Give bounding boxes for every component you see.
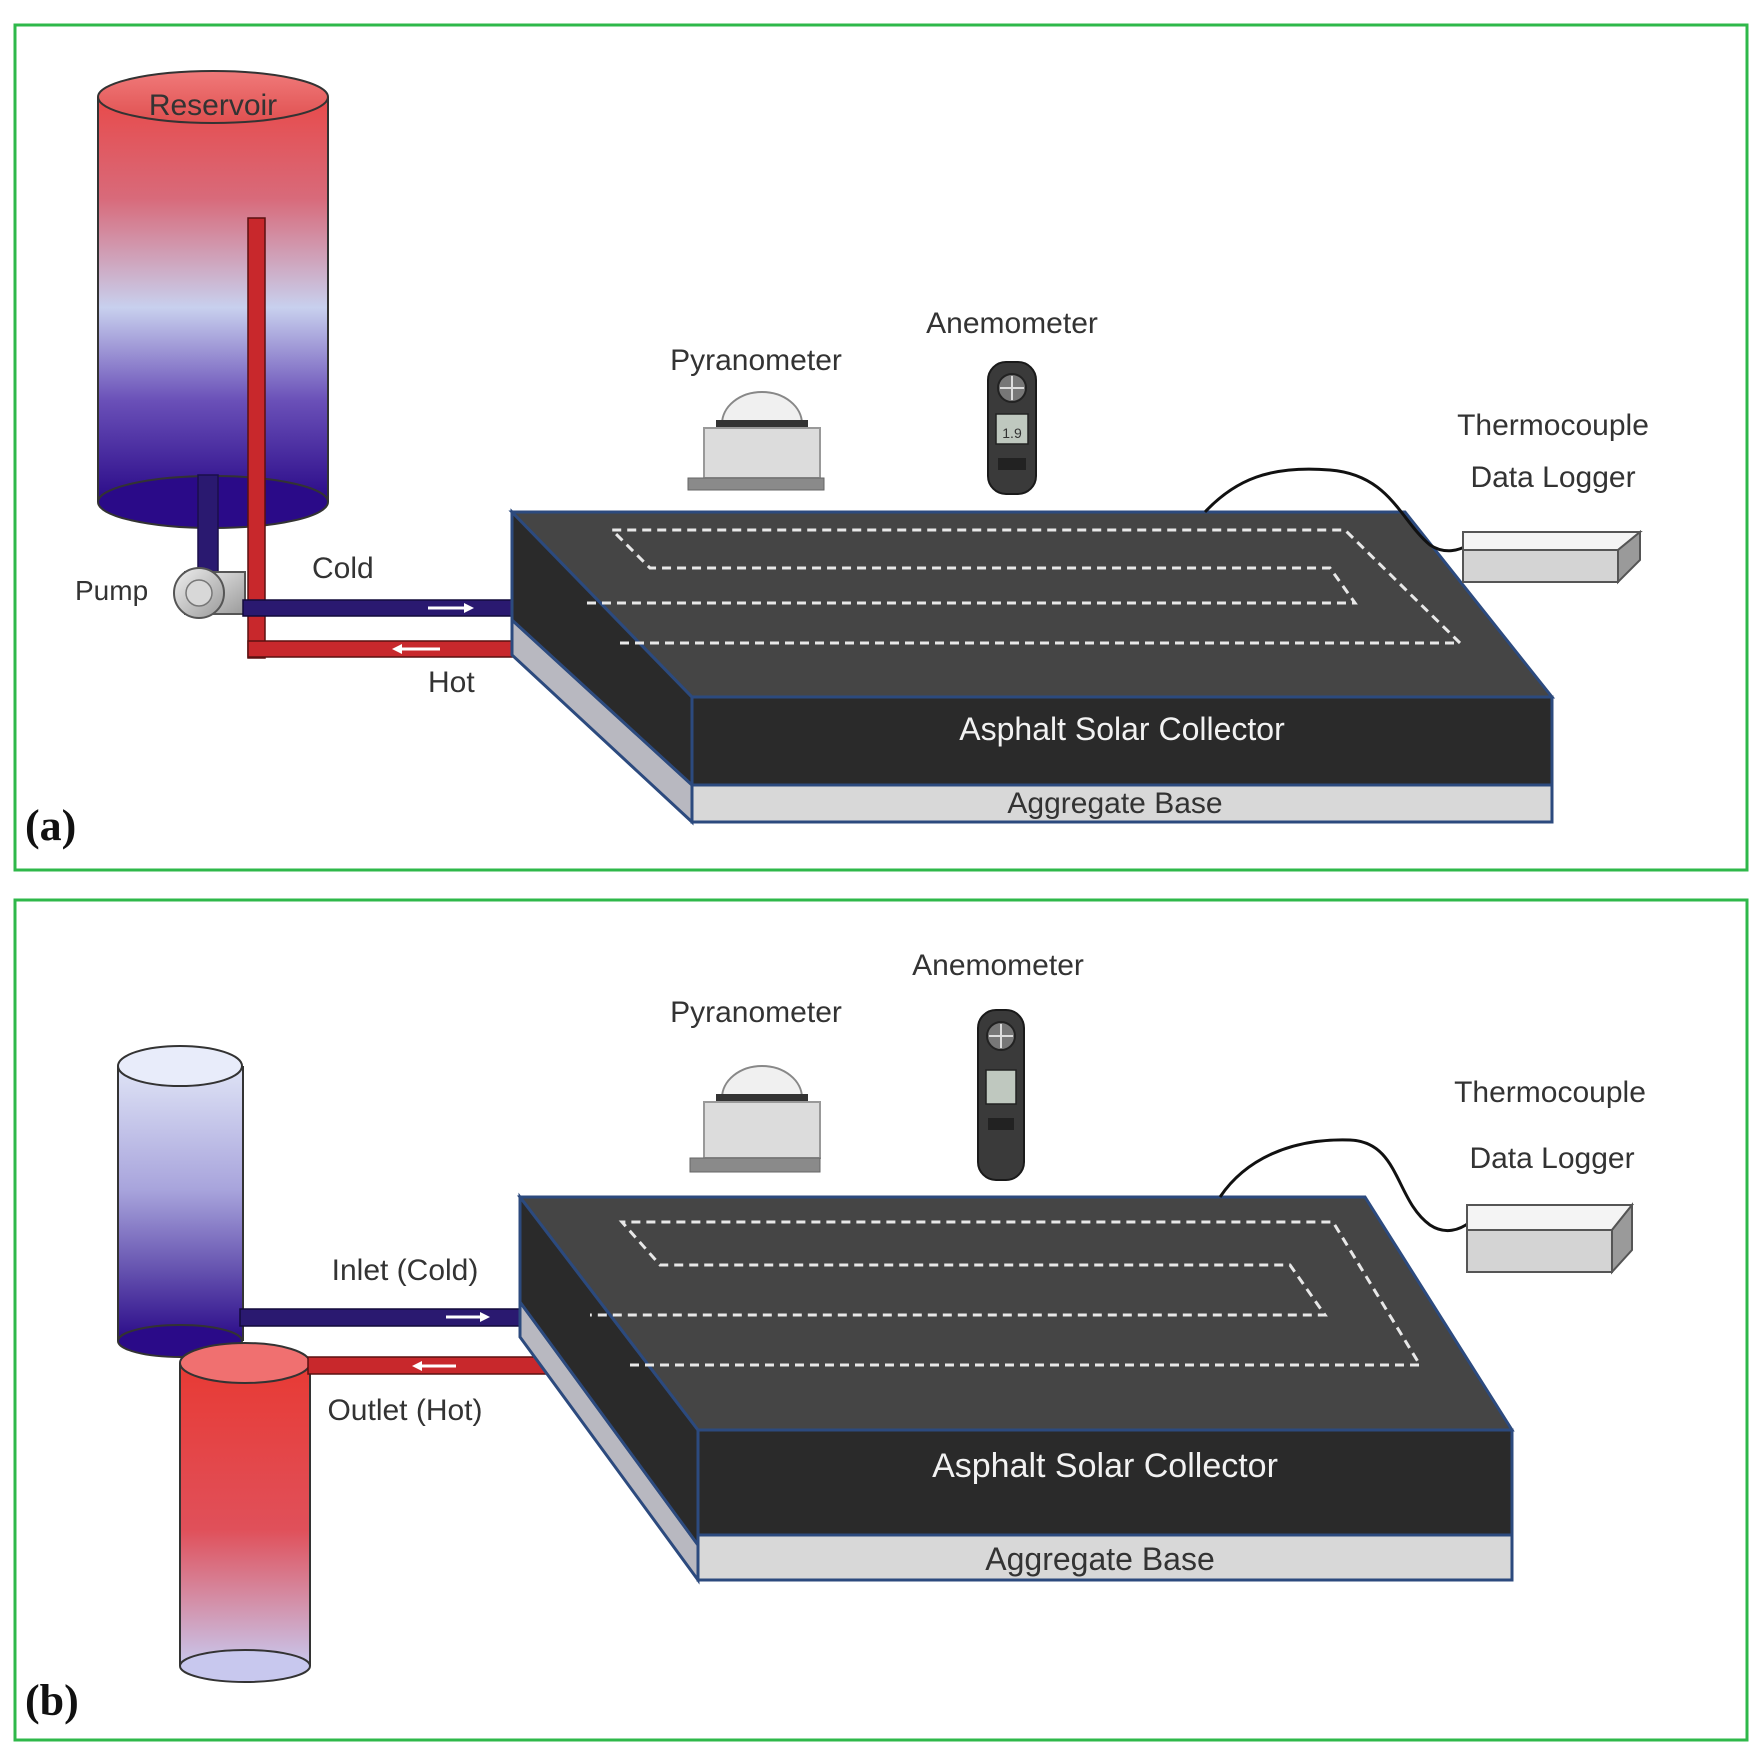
cold-reservoir-tank — [117, 1045, 244, 1358]
hot-label: Hot — [428, 666, 475, 699]
anemometer-icon-b — [977, 1009, 1025, 1181]
inlet-label: Inlet (Cold) — [332, 1254, 479, 1287]
cold-label: Cold — [312, 552, 374, 585]
outlet-flow-arrow — [412, 1361, 456, 1371]
data-logger-icon-b — [1466, 1202, 1635, 1275]
logger-cable-a — [1203, 467, 1469, 553]
logger-line1-b: Thermocouple — [1454, 1076, 1646, 1109]
logger-line2-b: Data Logger — [1469, 1142, 1634, 1175]
base-front-b — [696, 1533, 1514, 1582]
anemometer-label-a: Anemometer — [926, 307, 1098, 340]
collector-front-b — [696, 1428, 1514, 1537]
pyranometer-icon-b — [689, 1065, 821, 1173]
cold-flow-arrow — [428, 603, 474, 613]
hot-tank-top — [179, 1342, 311, 1384]
panel-b: Inlet (Cold) Outlet (Hot) Asphalt Solar … — [13, 898, 1749, 1742]
base-label-a: Aggregate Base — [1007, 787, 1222, 820]
data-logger-icon-a — [1462, 529, 1643, 585]
reservoir-top — [97, 70, 329, 124]
pyranometer-label-a: Pyranometer — [670, 344, 842, 377]
panel-a-label: (a) — [25, 801, 76, 850]
logger-line1-a: Thermocouple — [1457, 409, 1649, 442]
logger-cable-b — [1218, 1138, 1471, 1233]
collector-front — [690, 695, 1554, 787]
cold-tank-top — [117, 1045, 243, 1087]
hot-flow-arrow — [392, 644, 440, 654]
asphalt-collector-a — [508, 508, 1556, 826]
pyranometer-label-b: Pyranometer — [670, 996, 842, 1029]
serpentine-pipe-b — [590, 1220, 1423, 1367]
pyranometer-icon — [687, 391, 825, 491]
reservoir-tank — [97, 70, 329, 529]
outlet-label: Outlet (Hot) — [327, 1394, 482, 1427]
asphalt-collector-b — [516, 1192, 1515, 1585]
hot-reservoir-tank — [179, 1342, 311, 1683]
collector-label-b: Asphalt Solar Collector — [932, 1447, 1278, 1485]
base-front — [690, 783, 1554, 824]
logger-line2-a: Data Logger — [1470, 461, 1635, 494]
reservoir-body — [98, 97, 328, 502]
panel-a: Reservoir Pump Cold Hot — [13, 23, 1749, 872]
collector-label-a: Asphalt Solar Collector — [959, 711, 1285, 747]
anemometer-label-b: Anemometer — [912, 949, 1084, 982]
pump-label: Pump — [75, 575, 148, 606]
hot-tank-body — [180, 1363, 310, 1666]
base-label-b: Aggregate Base — [985, 1541, 1215, 1577]
anemometer-icon — [987, 361, 1037, 495]
reservoir-label: Reservoir — [149, 89, 277, 122]
panel-a-frame — [13, 23, 1749, 872]
pump-icon — [173, 567, 246, 619]
pump-feed-pipe — [197, 474, 219, 581]
anemometer-display-a: 1.9 — [1002, 425, 1022, 441]
panel-b-label: (b) — [25, 1676, 79, 1725]
hot-return-riser — [247, 217, 266, 659]
cold-tank-body — [118, 1066, 243, 1341]
panel-b-frame — [13, 898, 1749, 1742]
inlet-flow-arrow — [446, 1312, 490, 1322]
serpentine-pipe-a — [585, 528, 1464, 645]
